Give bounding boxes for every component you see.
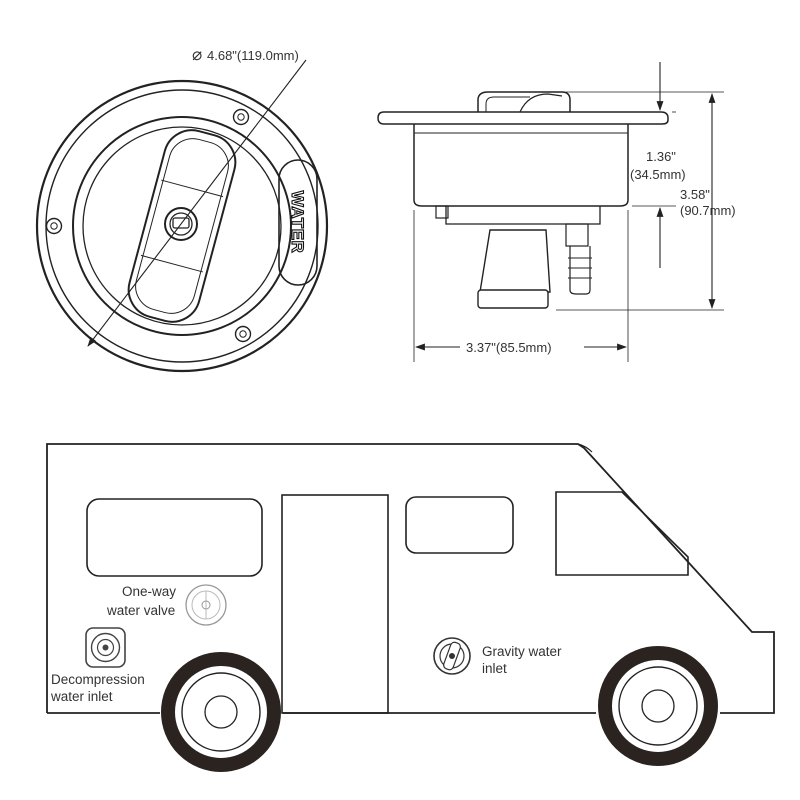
gravity-inlet-icon: [433, 637, 471, 675]
side-vent-nozzle: [565, 223, 589, 247]
total-height-in: 3.58": [680, 187, 710, 202]
water-stamp: WATER: [278, 159, 318, 286]
one-way-valve-label-1: One-way: [122, 584, 176, 599]
side-handle: [477, 91, 571, 112]
side-body: [413, 124, 629, 207]
flange-screw-icon: [232, 108, 250, 126]
front-wheel: [598, 646, 718, 766]
cap-outer-rim: [35, 79, 329, 373]
one-way-valve-label-2: water valve: [106, 603, 175, 618]
van-side-window: [405, 496, 514, 554]
decompression-label-2: water inlet: [50, 689, 113, 704]
body-width-label: 3.37"(85.5mm): [466, 340, 552, 355]
van-rear-window: [86, 498, 263, 577]
water-stamp-text: WATER: [288, 191, 307, 254]
decompression-inlet-icon: [85, 627, 126, 668]
gravity-inlet-label-2: inlet: [482, 661, 507, 676]
flange-height-in: 1.36": [646, 149, 676, 164]
diameter-label: 4.68"(119.0mm): [207, 48, 299, 63]
van-door: [281, 494, 389, 714]
camper-van: One-way water valve Decompression water …: [46, 443, 775, 772]
van-cab-window: [555, 491, 689, 576]
decompression-label-1: Decompression: [51, 672, 145, 687]
cap-lid: [82, 126, 282, 326]
flange-height-mm: (34.5mm): [630, 167, 686, 182]
cap-side-view: 1.36" (34.5mm) 3.58" (90.7mm) 3.37"(85.5…: [377, 62, 736, 362]
side-spout: [479, 229, 551, 293]
diameter-line: [87, 59, 307, 347]
gravity-inlet-label-1: Gravity water: [482, 644, 562, 659]
diameter-symbol: ⌀: [192, 45, 202, 64]
total-height-mm: (90.7mm): [680, 203, 736, 218]
rear-wheel: [161, 652, 281, 772]
cap-inner-ring: [72, 116, 292, 336]
one-way-valve-icon: [185, 584, 227, 626]
side-flange: [377, 111, 669, 125]
flange-screw-icon: [234, 325, 252, 343]
flange-screw-icon: [45, 217, 63, 235]
cap-top-view: WATER ⌀ 4.68"(119.0mm): [35, 45, 329, 373]
